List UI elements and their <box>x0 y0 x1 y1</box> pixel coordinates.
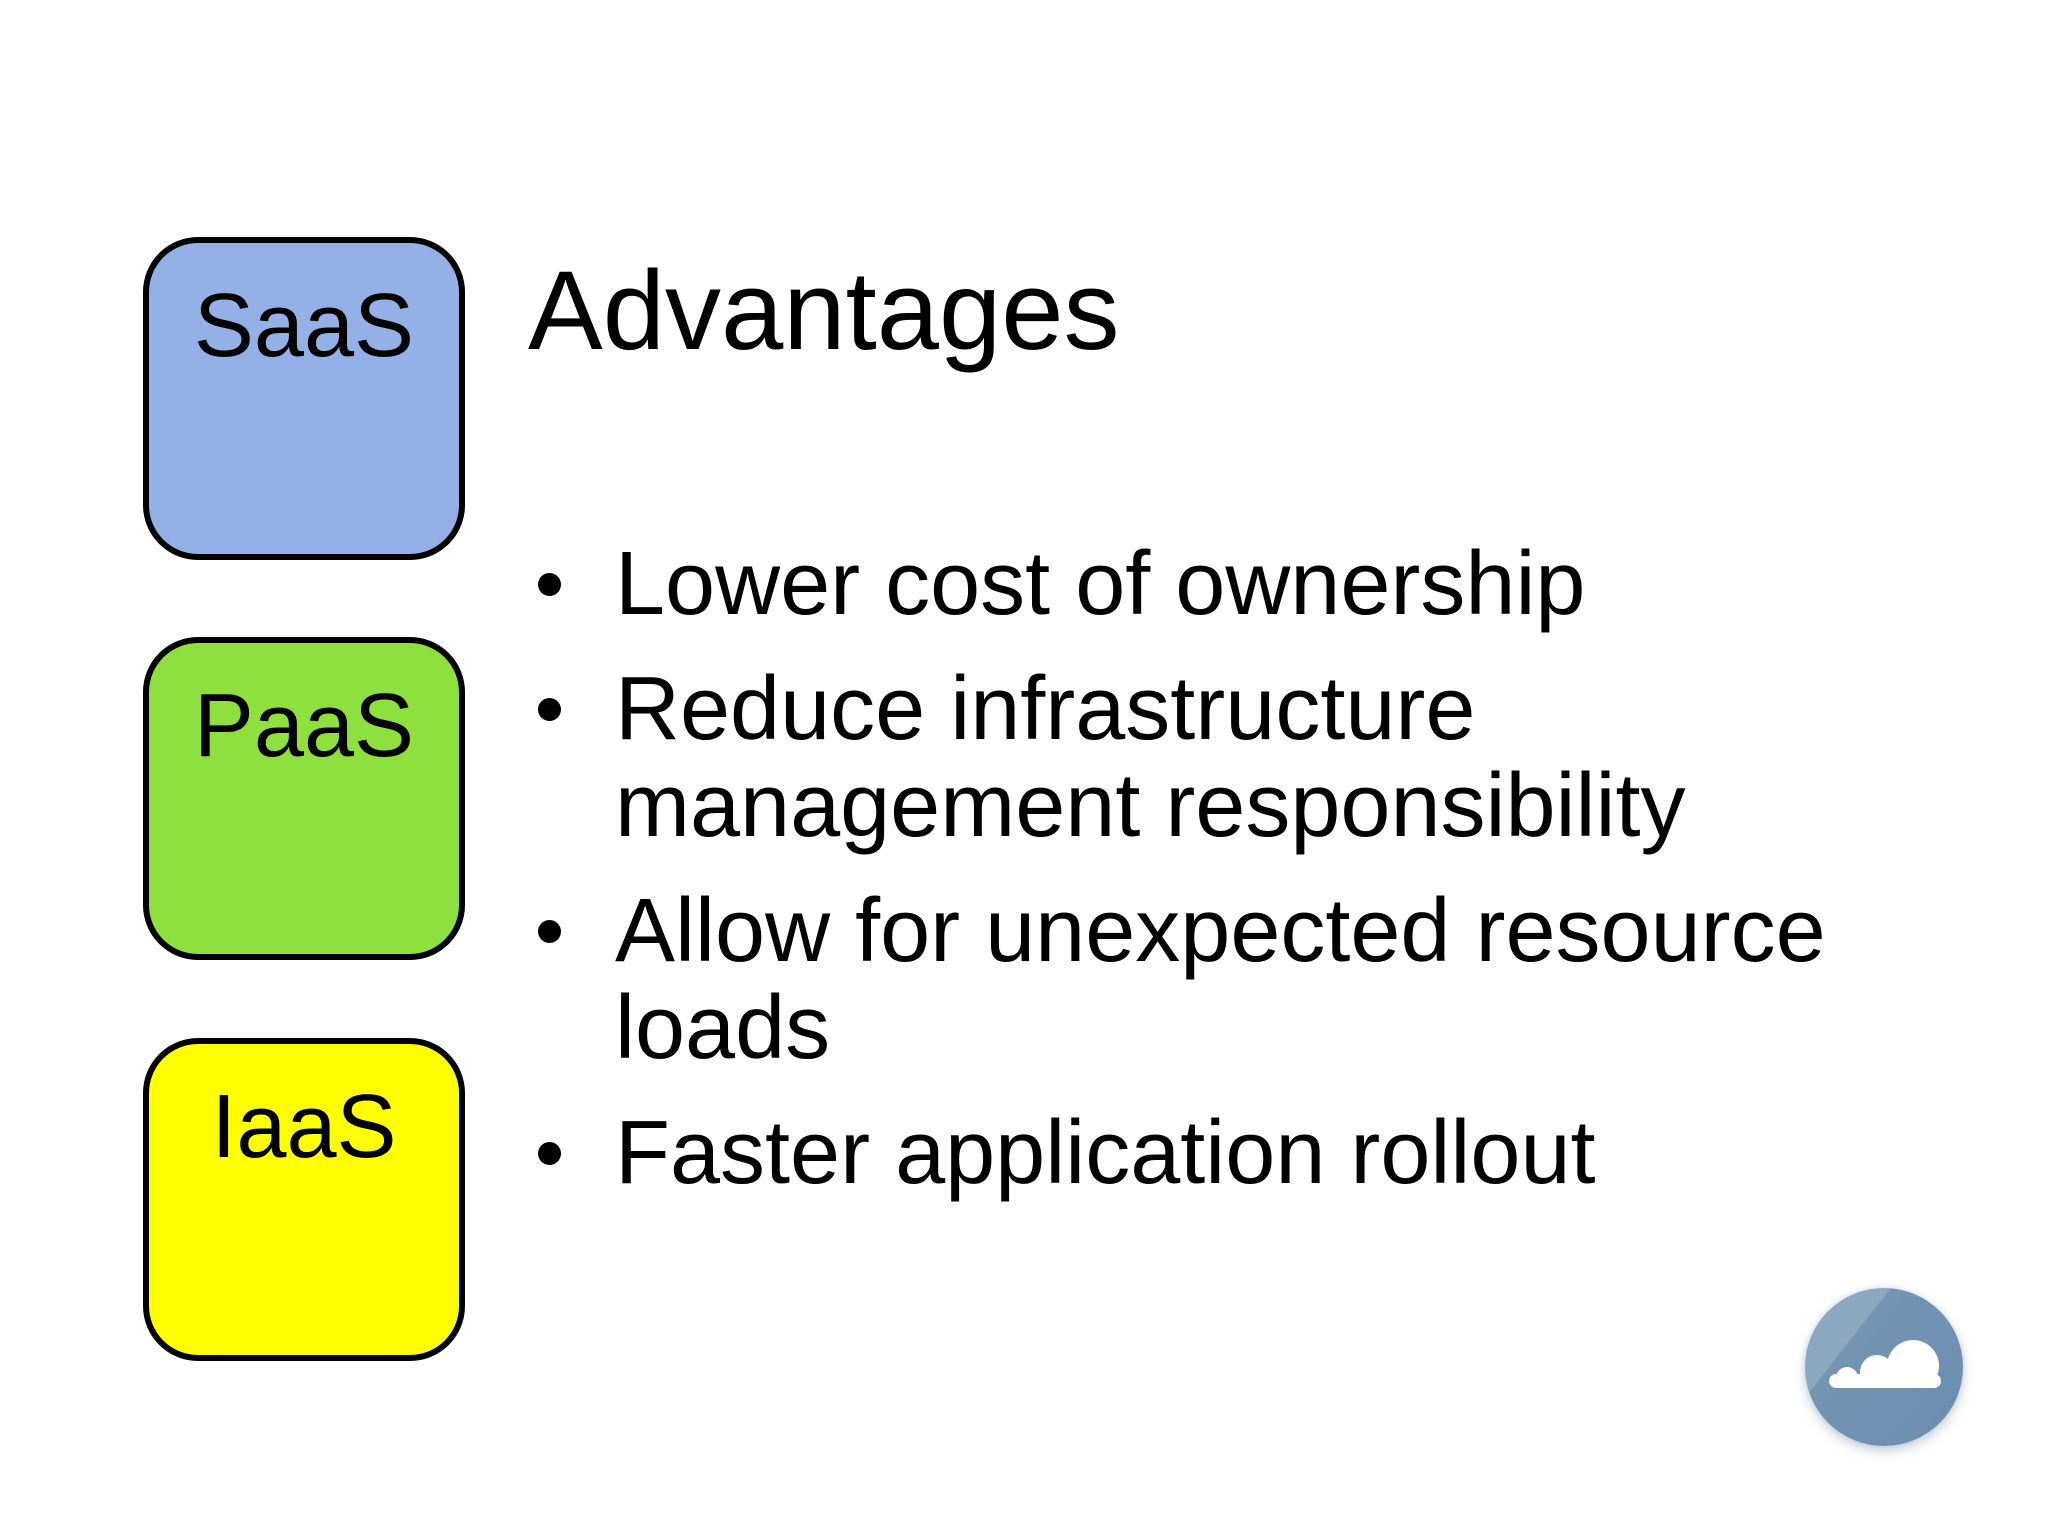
bullet-item: Reduce infrastructure management respons… <box>530 661 1945 855</box>
saas-label: SaaS <box>193 276 415 376</box>
bullet-item: Allow for unexpected resource loads <box>530 883 1945 1077</box>
cloud-logo <box>1805 1288 1963 1446</box>
iaas-label: IaaS <box>211 1077 397 1177</box>
slide-title: Advantages <box>528 248 1120 373</box>
bullet-list: Lower cost of ownership Reduce infrastru… <box>530 536 1945 1230</box>
paas-label: PaaS <box>193 676 415 776</box>
cloud-icon <box>1829 1340 1941 1388</box>
saas-box: SaaS <box>143 237 465 560</box>
bullet-item: Faster application rollout <box>530 1105 1945 1202</box>
iaas-box: IaaS <box>143 1038 465 1361</box>
bullet-item: Lower cost of ownership <box>530 536 1945 633</box>
paas-box: PaaS <box>143 637 465 960</box>
